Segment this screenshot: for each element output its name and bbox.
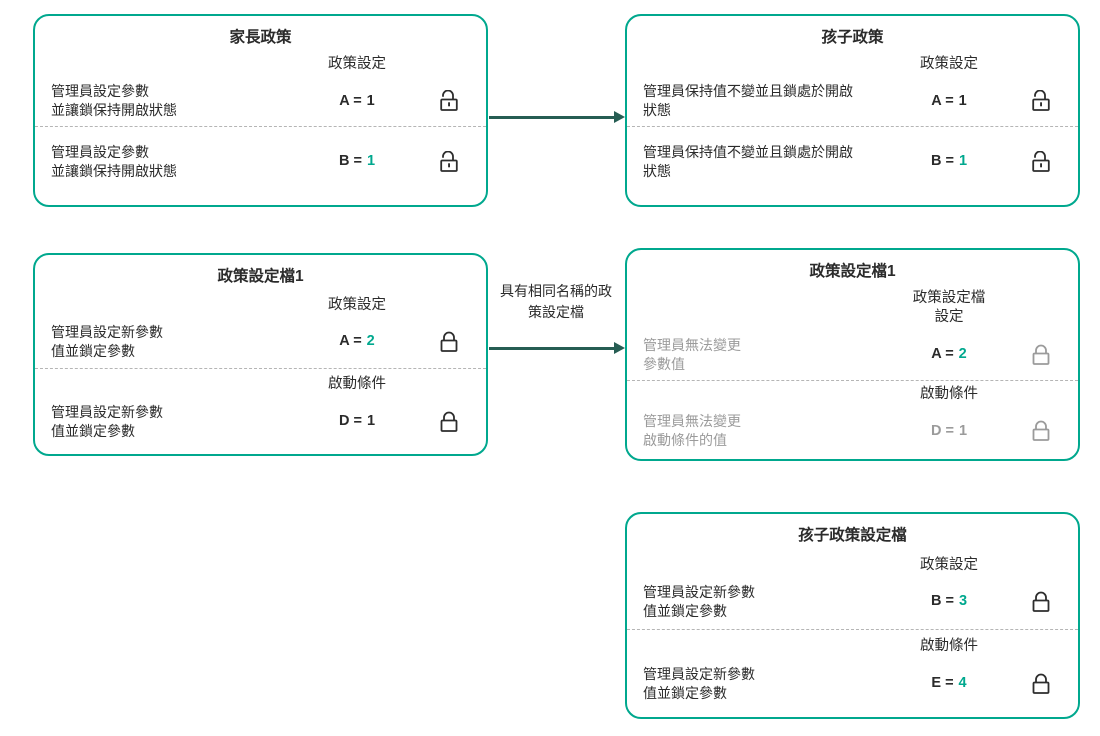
policy-setting-row: 政策設定 管理員設定新參數 值並鎖定參數 A =2 bbox=[35, 290, 486, 369]
section-header: 政策設定 bbox=[328, 296, 386, 313]
setting-number: 1 bbox=[958, 422, 968, 439]
inheritance-arrow-top bbox=[489, 111, 625, 122]
setting-name: A = bbox=[931, 92, 954, 109]
lock-closed-icon bbox=[1032, 591, 1050, 612]
row-description: 管理員保持值不變並且鎖處於開啟 狀態 bbox=[643, 83, 853, 119]
inheritance-arrow-middle bbox=[489, 342, 625, 353]
section-header: 啟動條件 bbox=[920, 385, 978, 402]
setting-value: B =1 bbox=[292, 152, 422, 172]
policy-setting-row: 政策設定 管理員設定參數 並讓鎖保持開啟狀態 A =1 bbox=[35, 51, 486, 126]
section-header: 政策設定檔 設定 bbox=[912, 289, 986, 326]
lock-closed-icon bbox=[440, 411, 458, 432]
setting-value: E =4 bbox=[884, 674, 1014, 694]
setting-name: B = bbox=[930, 593, 954, 610]
setting-value: A =1 bbox=[292, 92, 422, 112]
lock-icon bbox=[1029, 420, 1053, 442]
setting-value: A =2 bbox=[292, 332, 422, 352]
row-description: 管理員設定新參數 值並鎖定參數 bbox=[643, 665, 755, 701]
setting-number: 2 bbox=[366, 333, 375, 350]
setting-number: 3 bbox=[958, 593, 968, 610]
policy-setting-row: 政策設定 管理員保持值不變並且鎖處於開啟 狀態 A =1 bbox=[627, 51, 1078, 126]
setting-name: D = bbox=[338, 412, 362, 429]
card-child-policy-profile: 孩子政策設定檔 政策設定 管理員設定新參數 值並鎖定參數 B =3 啟動條件 管… bbox=[625, 512, 1080, 719]
row-description: 管理員設定新參數 值並鎖定參數 bbox=[643, 584, 755, 619]
setting-name: B = bbox=[930, 153, 954, 170]
activation-rule-row: 啟動條件 管理員無法變更 啟動條件的值 D =1 bbox=[627, 379, 1078, 456]
policy-setting-row: 管理員設定參數 並讓鎖保持開啟狀態 B =1 bbox=[35, 126, 486, 199]
section-header: 政策設定 bbox=[920, 556, 978, 573]
policy-setting-row: 政策設定 管理員設定新參數 值並鎖定參數 B =3 bbox=[627, 549, 1078, 630]
setting-name: A = bbox=[339, 333, 362, 350]
setting-name: B = bbox=[338, 153, 362, 170]
section-header: 政策設定 bbox=[920, 55, 978, 72]
section-header: 啟動條件 bbox=[920, 638, 978, 655]
row-description: 管理員無法變更 參數值 bbox=[643, 337, 741, 372]
lock-open-icon bbox=[440, 90, 458, 112]
policy-setting-row: 管理員保持值不變並且鎖處於開啟 狀態 B =1 bbox=[627, 126, 1078, 199]
setting-number: 1 bbox=[366, 92, 375, 109]
row-description: 管理員設定新參數 值並鎖定參數 bbox=[51, 403, 163, 439]
lock-icon bbox=[1029, 344, 1053, 366]
card-policy-profile-1: 政策設定檔1 政策設定 管理員設定新參數 值並鎖定參數 A =2 啟動條件 管理… bbox=[33, 253, 488, 456]
section-header: 啟動條件 bbox=[328, 376, 386, 393]
setting-number: 2 bbox=[958, 346, 967, 363]
lock-closed-icon bbox=[1032, 673, 1050, 694]
setting-value: D =1 bbox=[884, 422, 1014, 442]
setting-name: A = bbox=[931, 346, 954, 363]
card-title: 孩子政策 bbox=[821, 29, 884, 46]
lock-icon bbox=[1029, 591, 1053, 613]
section-header: 政策設定 bbox=[328, 55, 386, 72]
row-description: 管理員無法變更 啟動條件的值 bbox=[643, 413, 741, 449]
card-parent-policy: 家長政策 政策設定 管理員設定參數 並讓鎖保持開啟狀態 A =1 管理員設定參數… bbox=[33, 14, 488, 207]
lock-closed-icon bbox=[440, 331, 458, 352]
arrow-label: 具有相同名稱的政策設定檔 bbox=[500, 283, 612, 320]
lock-icon bbox=[437, 411, 461, 433]
card-title: 政策設定檔1 bbox=[809, 263, 896, 280]
setting-number: 1 bbox=[366, 412, 376, 429]
card-title: 孩子政策設定檔 bbox=[798, 527, 907, 544]
card-title: 政策設定檔1 bbox=[217, 268, 304, 285]
setting-value: A =1 bbox=[884, 92, 1014, 112]
card-policy-profile-1-child: 政策設定檔1 政策設定檔 設定 管理員無法變更 參數值 A =2 啟動條件 管理… bbox=[625, 248, 1080, 461]
setting-number: 1 bbox=[366, 153, 376, 170]
lock-icon bbox=[437, 331, 461, 353]
lock-open-icon bbox=[440, 151, 458, 173]
unlock-icon bbox=[1029, 151, 1053, 173]
lock-closed-icon bbox=[1032, 420, 1050, 442]
row-description: 管理員設定參數 並讓鎖保持開啟狀態 bbox=[51, 144, 177, 180]
setting-name: E = bbox=[931, 674, 954, 691]
card-title: 家長政策 bbox=[229, 29, 292, 46]
card-child-policy: 孩子政策 政策設定 管理員保持值不變並且鎖處於開啟 狀態 A =1 管理員保持值… bbox=[625, 14, 1080, 207]
setting-number: 4 bbox=[958, 674, 967, 691]
setting-name: D = bbox=[930, 422, 954, 439]
row-description: 管理員設定新參數 值並鎖定參數 bbox=[51, 324, 163, 359]
lock-icon bbox=[1029, 673, 1053, 695]
lock-open-icon bbox=[1032, 151, 1050, 173]
unlock-icon bbox=[1029, 90, 1053, 112]
setting-number: 1 bbox=[958, 92, 967, 109]
setting-name: A = bbox=[339, 92, 362, 109]
setting-value: A =2 bbox=[884, 345, 1014, 365]
policy-setting-row: 政策設定檔 設定 管理員無法變更 參數值 A =2 bbox=[627, 285, 1078, 380]
unlock-icon bbox=[437, 151, 461, 173]
row-description: 管理員設定參數 並讓鎖保持開啟狀態 bbox=[51, 83, 177, 119]
unlock-icon bbox=[437, 90, 461, 112]
lock-open-icon bbox=[1032, 90, 1050, 112]
setting-value: B =1 bbox=[884, 152, 1014, 172]
setting-number: 1 bbox=[958, 153, 968, 170]
setting-value: D =1 bbox=[292, 412, 422, 432]
setting-value: B =3 bbox=[884, 592, 1014, 612]
row-description: 管理員保持值不變並且鎖處於開啟 狀態 bbox=[643, 144, 853, 180]
activation-rule-row: 啟動條件 管理員設定新參數 值並鎖定參數 D =1 bbox=[35, 368, 486, 448]
lock-closed-icon bbox=[1032, 344, 1050, 365]
activation-rule-row: 啟動條件 管理員設定新參數 值並鎖定參數 E =4 bbox=[627, 629, 1078, 711]
